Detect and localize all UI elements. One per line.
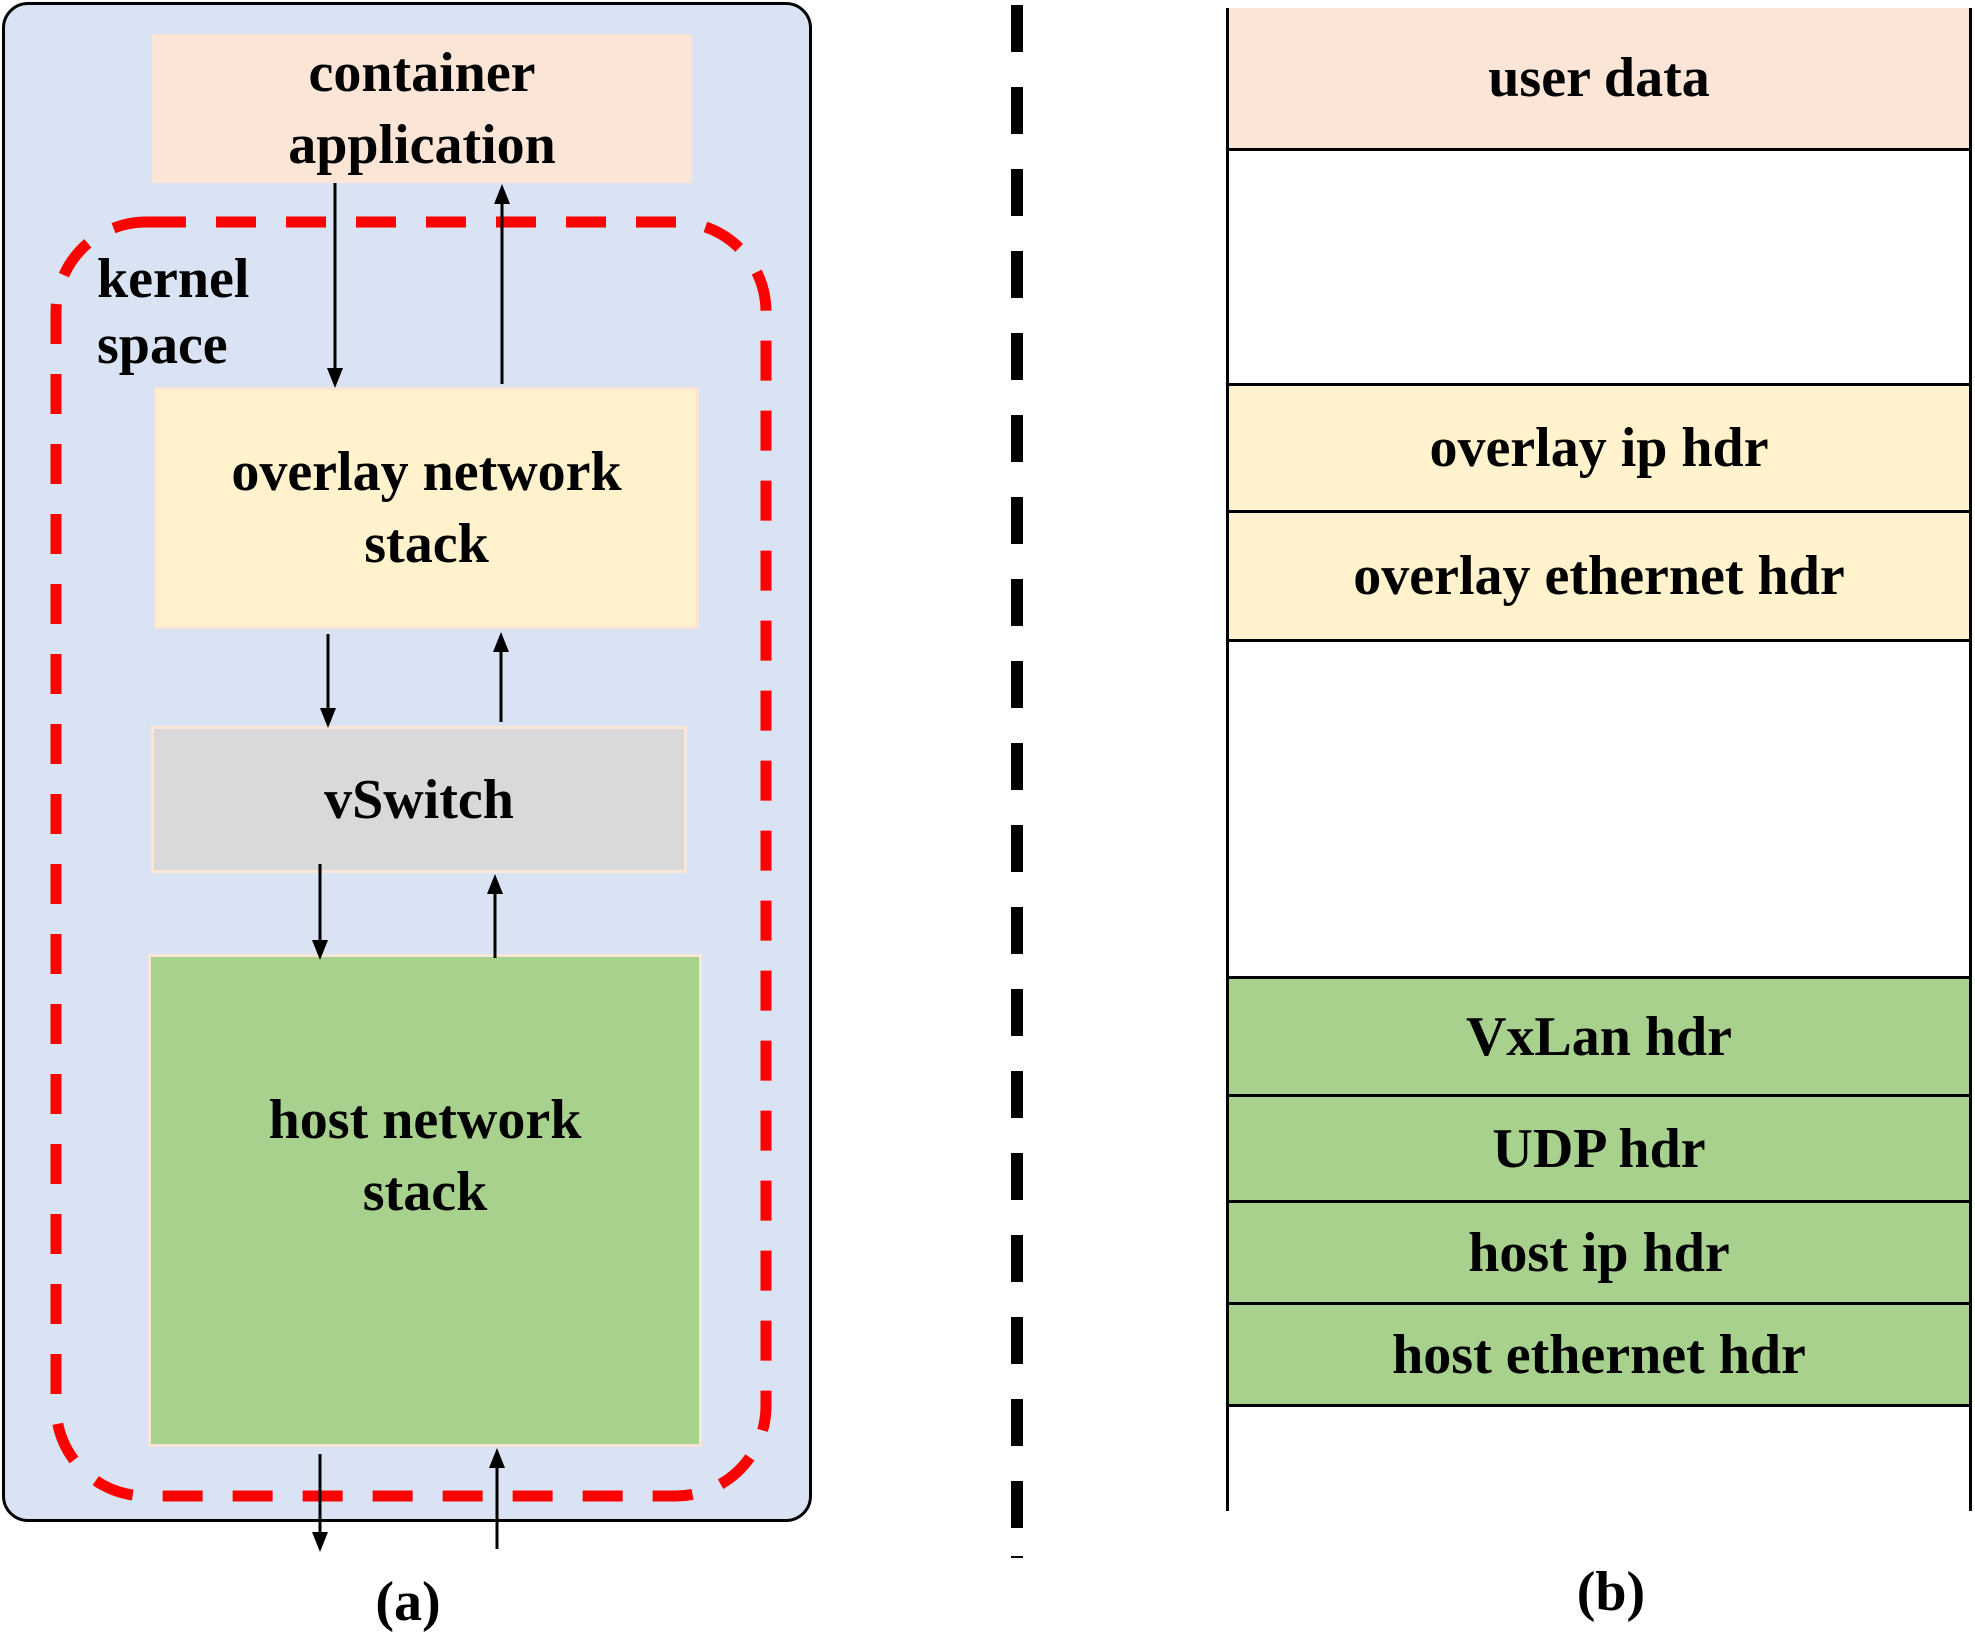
overlay-stack-line-2: stack	[364, 513, 489, 575]
packet-row-payload-gap	[1229, 151, 1969, 386]
overlay-network-stack-box: overlay network stack	[154, 387, 699, 629]
packet-row-overlay-ethernet-hdr: overlay ethernet hdr	[1229, 513, 1969, 642]
arrow-down-host-to-network	[312, 1454, 328, 1552]
packet-row-host-ethernet-hdr: host ethernet hdr	[1229, 1305, 1969, 1407]
packet-row-label: overlay ip hdr	[1429, 417, 1769, 479]
overlay-stack-line-1: overlay network	[231, 441, 622, 503]
kernel-space-line-1: kernel	[97, 248, 250, 310]
kernel-space-line-2: space	[97, 314, 228, 376]
host-stack-line-1: host network	[268, 1088, 582, 1151]
kernel-space-boundary	[50, 216, 772, 1502]
packet-row-label: overlay ethernet hdr	[1353, 545, 1845, 607]
arrow-down-container-to-overlay	[327, 183, 343, 388]
packet-row-payload-gap	[1229, 642, 1969, 979]
arrow-up-overlay-to-container	[494, 184, 510, 384]
packet-row-user-data: user data	[1229, 8, 1969, 151]
packet-row-label: VxLan hdr	[1465, 1005, 1733, 1068]
packet-row-overlay-ip-hdr: overlay ip hdr	[1229, 386, 1969, 513]
caption-a: (a)	[375, 1571, 441, 1633]
packet-row-vxlan-hdr: VxLan hdr	[1229, 979, 1969, 1097]
packet-structure-table: user data overlay ip hdr overlay ethernet …	[1226, 8, 1972, 1511]
packet-row-label: host ip hdr	[1468, 1221, 1730, 1284]
arrow-down-vswitch-to-host	[312, 864, 328, 960]
packet-row-label: host ethernet hdr	[1392, 1323, 1806, 1386]
host-network-stack-box: host network stack	[148, 954, 702, 1447]
packet-row-label: UDP hdr	[1492, 1117, 1706, 1180]
packet-row-payload-gap	[1229, 1407, 1969, 1511]
container-application-box: container application	[152, 34, 692, 183]
packet-row-host-ip-hdr: host ip hdr	[1229, 1203, 1969, 1305]
kernel-space-label: kernel space	[97, 246, 249, 378]
host-stack-line-2: stack	[362, 1160, 488, 1223]
container-application-line-1: container	[308, 41, 536, 104]
packet-row-udp-hdr: UDP hdr	[1229, 1097, 1969, 1203]
caption-b: (b)	[1576, 1561, 1646, 1623]
vswitch-label: vSwitch	[324, 768, 514, 831]
vswitch-box: vSwitch	[151, 726, 687, 873]
arrow-down-overlay-to-vswitch	[320, 634, 336, 728]
arrow-up-network-to-host	[489, 1448, 505, 1549]
container-application-line-2: application	[288, 113, 556, 176]
arrow-up-vswitch-to-overlay	[493, 632, 509, 722]
arrow-up-host-to-vswitch	[487, 874, 503, 958]
packet-row-label: user data	[1488, 47, 1710, 109]
